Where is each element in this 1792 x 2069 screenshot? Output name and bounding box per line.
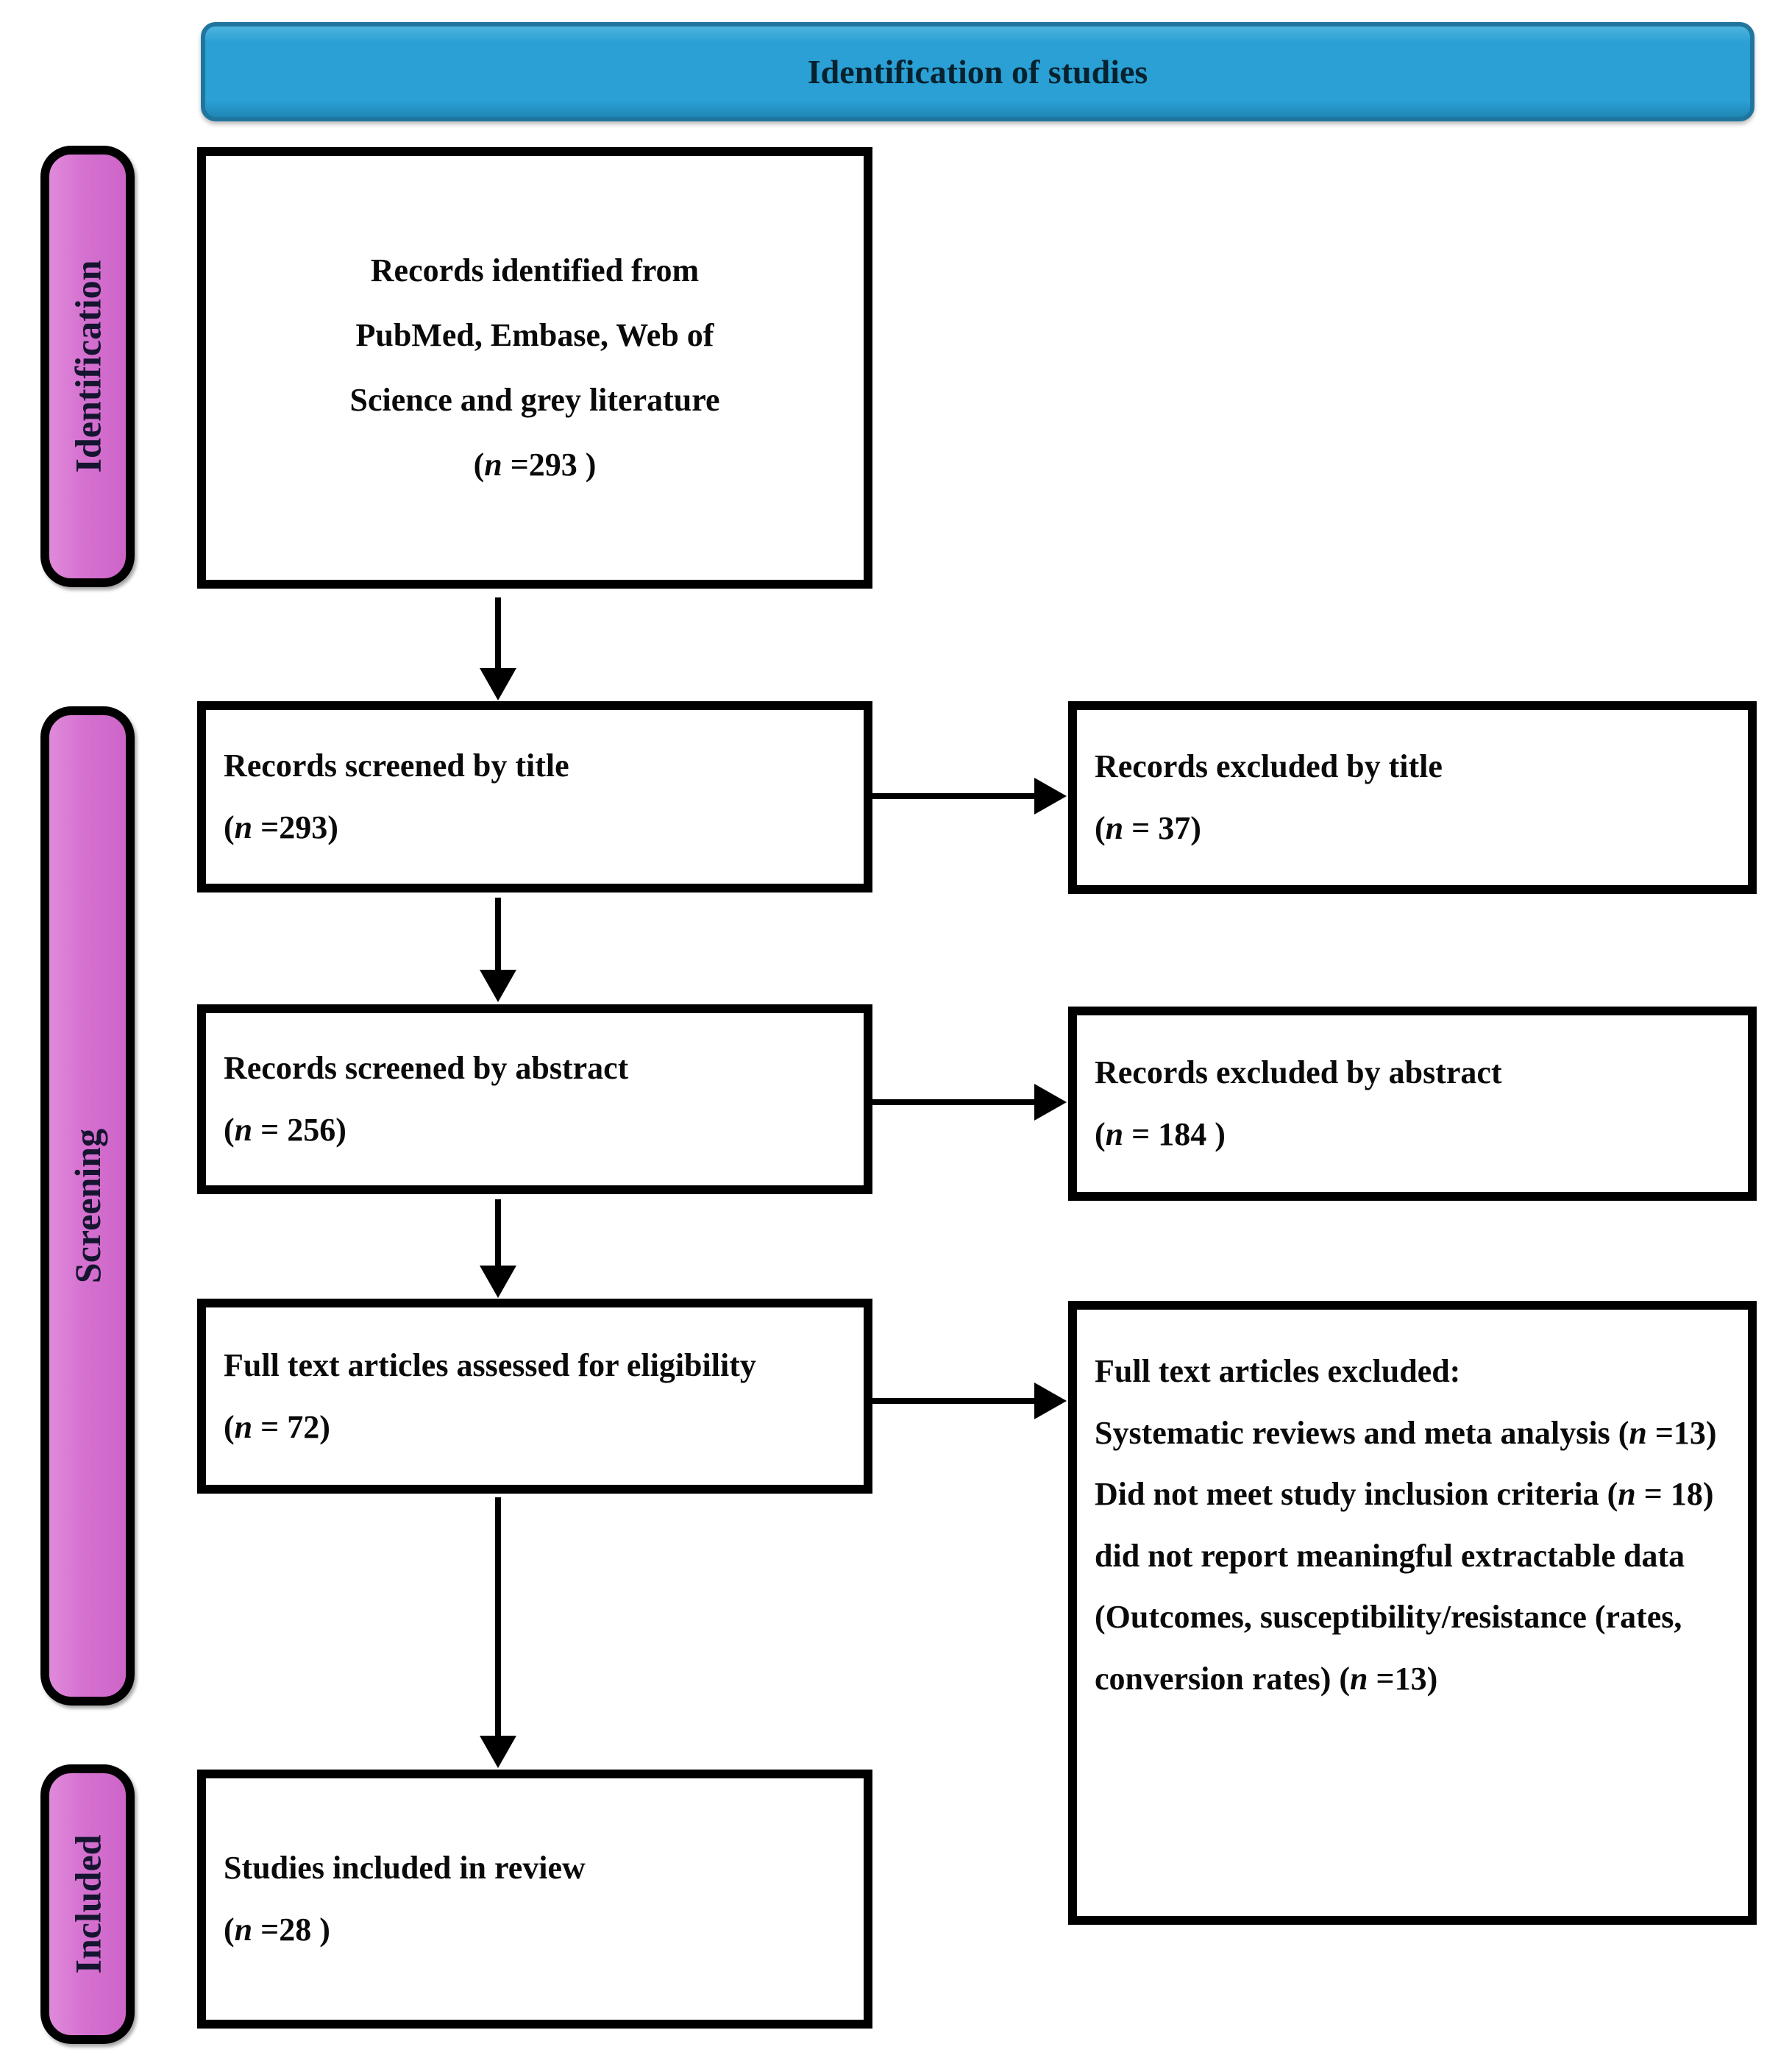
box-screened-by-abstract-n: (n = 256) bbox=[224, 1112, 346, 1148]
box-excluded-by-title: Records excluded by title (n = 37) bbox=[1068, 701, 1757, 894]
stage-bar-included: Included bbox=[40, 1764, 135, 2044]
stage-label-screening: Screening bbox=[67, 1128, 108, 1284]
box-excluded-by-title-n: (n = 37) bbox=[1095, 810, 1201, 846]
box-excluded-by-abstract-n: (n = 184 ) bbox=[1095, 1116, 1226, 1152]
box-records-identified-text: Records identified from PubMed, Embase, … bbox=[349, 252, 720, 418]
box-screened-by-title-n: (n =293) bbox=[224, 809, 338, 845]
banner-title: Identification of studies bbox=[807, 53, 1148, 91]
box-fulltext-assessed: Full text articles assessed for eligibil… bbox=[197, 1299, 872, 1494]
arrow-screened-abstract-to-excluded-abstract bbox=[872, 1099, 1036, 1105]
banner-identification-of-studies: Identification of studies bbox=[201, 22, 1754, 121]
box-excluded-by-abstract: Records excluded by abstract (n = 184 ) bbox=[1068, 1007, 1757, 1201]
box-fulltext-excluded-line2: Systematic reviews and meta analysis (n … bbox=[1095, 1414, 1717, 1451]
stage-label-identification: Identification bbox=[67, 260, 108, 473]
box-fulltext-excluded: Full text articles excluded: Systematic … bbox=[1068, 1301, 1757, 1925]
box-excluded-by-abstract-text: Records excluded by abstract bbox=[1095, 1054, 1502, 1091]
box-studies-included-n: (n =28 ) bbox=[224, 1912, 330, 1948]
box-fulltext-excluded-line3: Did not meet study inclusion criteria (n… bbox=[1095, 1476, 1714, 1513]
box-screened-by-title: Records screened by title (n =293) bbox=[197, 701, 872, 892]
arrow-fulltext-to-excluded bbox=[872, 1398, 1036, 1404]
box-fulltext-assessed-text: Full text articles assessed for eligibil… bbox=[224, 1346, 756, 1383]
arrow-identified-to-screened-title bbox=[495, 597, 501, 670]
box-fulltext-excluded-line1: Full text articles excluded: bbox=[1095, 1353, 1461, 1389]
box-screened-by-title-text: Records screened by title bbox=[224, 748, 569, 784]
box-records-identified: Records identified from PubMed, Embase, … bbox=[197, 147, 872, 589]
box-records-identified-n: (n =293 ) bbox=[473, 447, 597, 483]
box-studies-included-text: Studies included in review bbox=[224, 1850, 586, 1887]
arrow-fulltext-to-included bbox=[495, 1497, 501, 1737]
arrow-screened-title-to-excluded-title bbox=[872, 793, 1036, 799]
arrow-screened-abstract-to-fulltext bbox=[495, 1199, 501, 1267]
box-fulltext-excluded-line4: did not report meaningful extractable da… bbox=[1095, 1537, 1685, 1697]
box-studies-included: Studies included in review (n =28 ) bbox=[197, 1770, 872, 2029]
box-fulltext-assessed-n: (n = 72) bbox=[224, 1408, 330, 1445]
box-excluded-by-title-text: Records excluded by title bbox=[1095, 748, 1443, 785]
arrow-screened-title-to-screened-abstract bbox=[495, 898, 501, 971]
stage-bar-identification: Identification bbox=[40, 146, 135, 587]
stage-label-included: Included bbox=[67, 1834, 108, 1974]
box-screened-by-abstract-text: Records screened by abstract bbox=[224, 1050, 629, 1087]
box-screened-by-abstract: Records screened by abstract (n = 256) bbox=[197, 1004, 872, 1194]
stage-bar-screening: Screening bbox=[40, 706, 135, 1706]
